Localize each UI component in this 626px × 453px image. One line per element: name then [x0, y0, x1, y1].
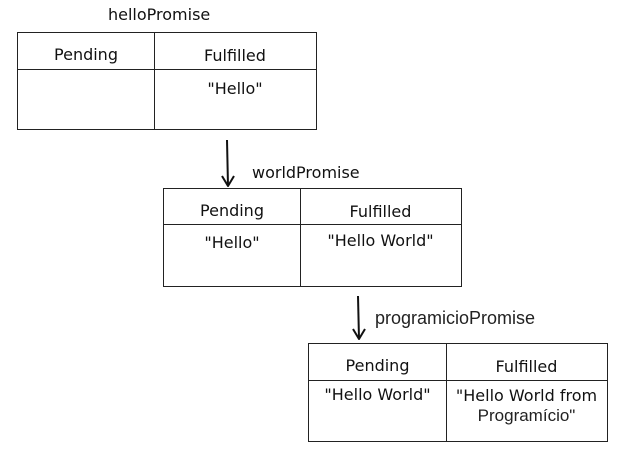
hello-promise-box: Pending Fulfilled "Hello"	[17, 32, 317, 130]
hello-promise-pending-header: Pending	[54, 45, 118, 64]
world-promise-divider	[300, 189, 301, 286]
programicio-promise-fulfilled-value-line2: Programício"	[477, 406, 576, 425]
programicio-promise-divider	[446, 344, 447, 441]
world-promise-fulfilled-header: Fulfilled	[349, 202, 412, 221]
programicio-promise-label: programicioPromise	[375, 308, 536, 328]
hello-promise-header-line	[18, 69, 316, 70]
programicio-promise-box: Pending Fulfilled "Hello World" "Hello W…	[308, 343, 608, 442]
arrow-down-icon	[221, 139, 235, 187]
world-promise-header-line	[164, 224, 461, 225]
programicio-promise-pending-value: "Hello World"	[324, 385, 431, 404]
world-promise-box: Pending Fulfilled "Hello" "Hello World"	[163, 188, 462, 287]
programicio-promise-pending-header: Pending	[345, 356, 410, 375]
hello-promise-divider	[154, 33, 155, 129]
hello-promise-label: helloPromise	[108, 5, 211, 24]
world-promise-fulfilled-value: "Hello World"	[327, 231, 434, 250]
programicio-promise-fulfilled-value-line1: "Hello World from	[455, 386, 598, 405]
hello-promise-fulfilled-header: Fulfilled	[204, 46, 266, 65]
world-promise-pending-header: Pending	[200, 201, 264, 220]
hello-promise-fulfilled-value: "Hello"	[207, 79, 263, 98]
arrow-down-icon	[352, 295, 366, 340]
world-promise-pending-value: "Hello"	[204, 233, 260, 252]
world-promise-label: worldPromise	[252, 163, 360, 182]
programicio-promise-header-line	[309, 380, 607, 381]
programicio-promise-fulfilled-header: Fulfilled	[495, 357, 558, 376]
